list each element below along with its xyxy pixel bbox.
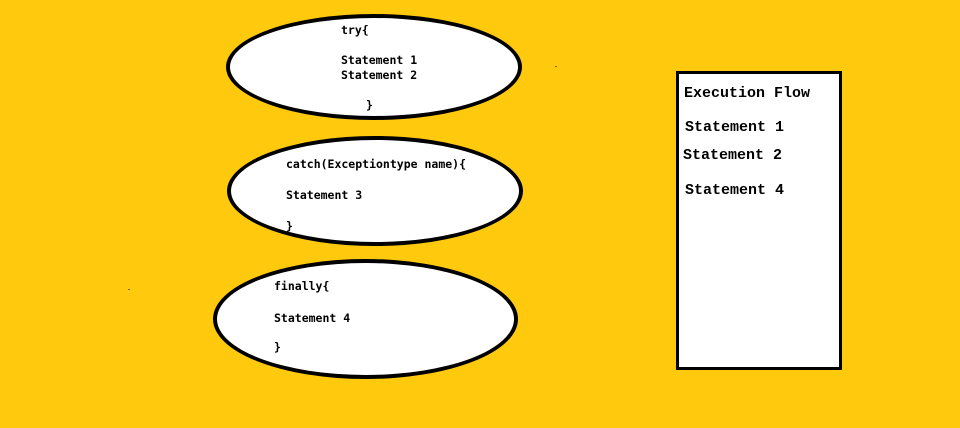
try-close-brace: }: [366, 98, 373, 112]
catch-open-label: catch(Exceptiontype name){: [286, 157, 467, 171]
try-statement-1: Statement 1: [341, 53, 418, 67]
try-statement-2: Statement 2: [341, 68, 418, 82]
finally-block-ellipse: [213, 259, 518, 379]
catch-statement-3: Statement 3: [286, 188, 363, 202]
execution-flow-title: Execution Flow: [684, 85, 811, 102]
try-block-ellipse: [226, 14, 522, 120]
finally-statement-4: Statement 4: [274, 311, 351, 325]
stray-mark: [128, 289, 130, 290]
finally-open-label: finally{: [274, 279, 330, 293]
try-open-label: try{: [341, 23, 369, 37]
catch-block-ellipse: [227, 136, 523, 246]
stray-mark: [555, 66, 557, 67]
catch-close-brace: }: [286, 219, 293, 233]
finally-close-brace: }: [274, 340, 281, 354]
flow-item-statement-1: Statement 1: [685, 119, 785, 136]
flow-item-statement-2: Statement 2: [683, 147, 783, 164]
flow-item-statement-4: Statement 4: [685, 182, 785, 199]
execution-flow-panel: [676, 71, 842, 370]
